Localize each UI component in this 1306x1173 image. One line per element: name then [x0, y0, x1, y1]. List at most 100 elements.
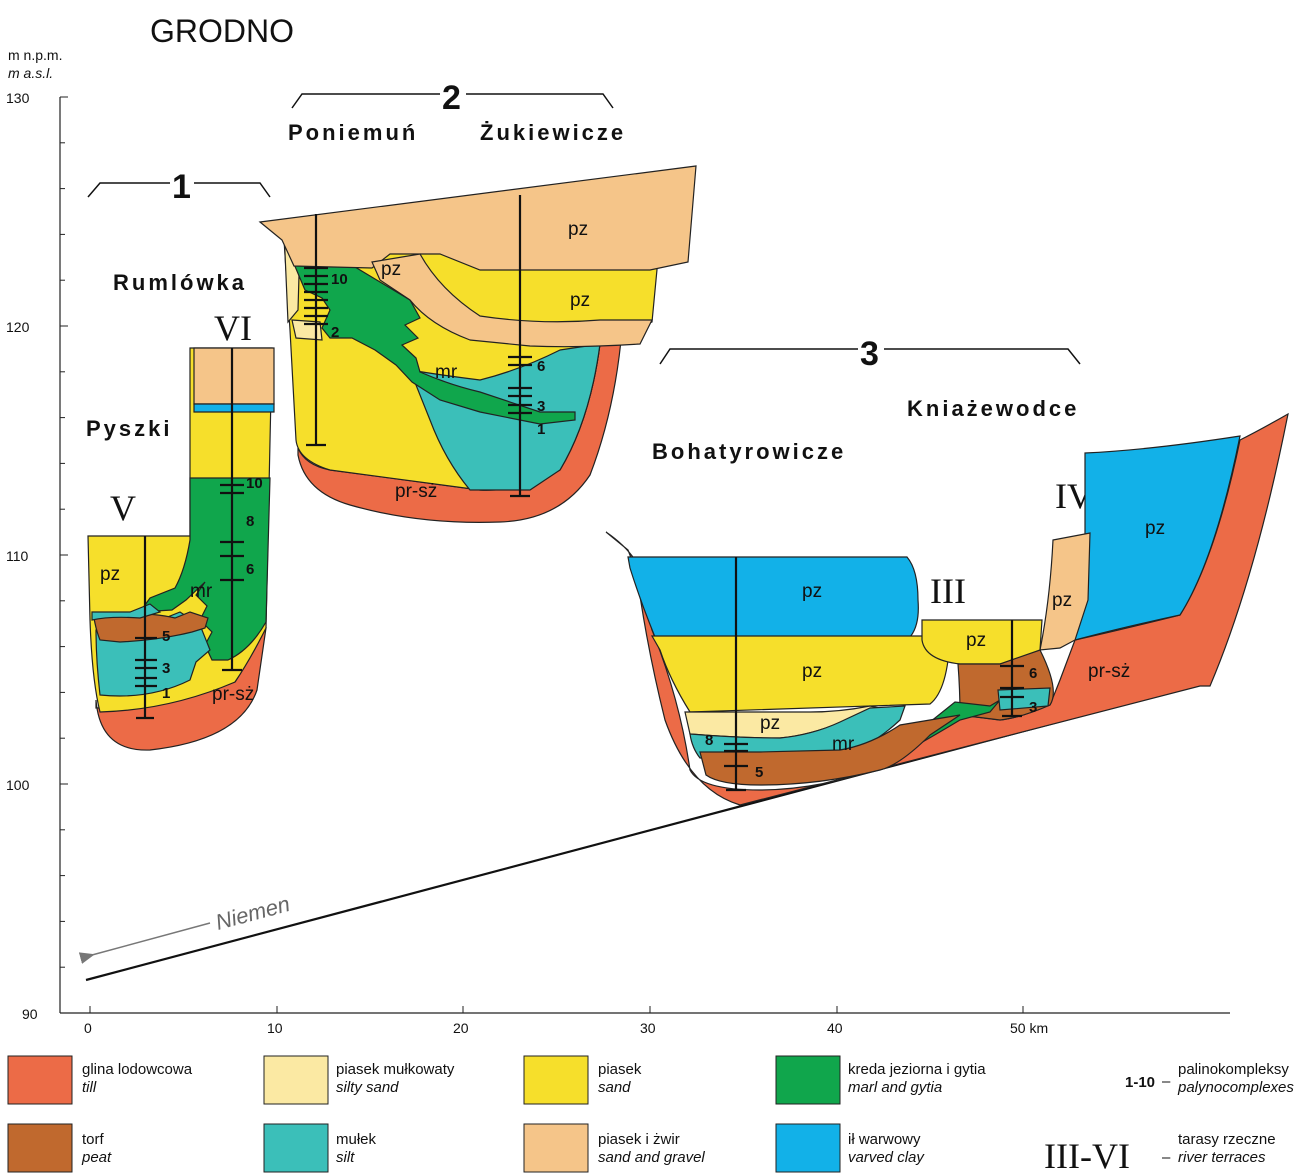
legend-item-river-terraces: III-VI – tarasy rzeczne river terraces	[1044, 1131, 1276, 1173]
svg-text:III-VI: III-VI	[1044, 1136, 1130, 1173]
svg-text:tarasy rzeczne: tarasy rzeczne	[1178, 1131, 1276, 1148]
site-label: Rumlówka	[113, 270, 247, 295]
x-tick-label: 20	[453, 1020, 469, 1036]
terrace-label: V	[110, 488, 136, 528]
y-tick-label: 90	[22, 1006, 38, 1022]
varved-clay-layer	[194, 404, 274, 412]
svg-text:piasek: piasek	[598, 1061, 642, 1078]
title: GRODNO	[150, 13, 294, 49]
layer-label: pz	[802, 581, 822, 602]
svg-text:piasek mułkowaty: piasek mułkowaty	[336, 1061, 455, 1078]
legend-item-varved-clay: ił warwowy varved clay	[776, 1124, 925, 1172]
palynocomplex-number: 8	[246, 513, 254, 530]
svg-text:mułek: mułek	[336, 1131, 377, 1148]
palynocomplex-number: 10	[246, 475, 263, 492]
varved-clay-layer	[628, 557, 918, 637]
palynocomplex-number: 1	[537, 421, 545, 438]
section-2-poniemun-zukiewicze	[260, 166, 696, 522]
svg-text:1-10: 1-10	[1125, 1074, 1155, 1091]
terrace-label: VI	[214, 308, 252, 348]
y-tick-label: 130	[6, 90, 30, 106]
svg-text:sand: sand	[598, 1079, 631, 1096]
site-label: Poniemuń	[288, 120, 418, 145]
site-label: Kniażewodce	[907, 396, 1079, 421]
svg-text:–: –	[1162, 1073, 1171, 1090]
y-axis-unit-en: m a.s.l.	[8, 65, 53, 81]
legend-item-sand-gravel: piasek i żwir sand and gravel	[524, 1124, 705, 1172]
legend-item-marl: kreda jeziorna i gytia marl and gytia	[776, 1056, 986, 1104]
svg-text:palynocomplexes: palynocomplexes	[1177, 1079, 1294, 1096]
y-axis: m n.p.m. m a.s.l. 130 120 110 100 90	[6, 47, 68, 1022]
palynocomplex-number: 5	[755, 764, 763, 781]
svg-text:peat: peat	[81, 1149, 112, 1166]
palynocomplex-number: 6	[1029, 665, 1037, 682]
svg-text:–: –	[1162, 1149, 1171, 1166]
y-tick-label: 120	[6, 319, 30, 335]
svg-text:palinokompleksy: palinokompleksy	[1178, 1061, 1289, 1078]
palynocomplex-number: 3	[1029, 699, 1037, 716]
svg-text:varved clay: varved clay	[848, 1149, 925, 1166]
x-tick-label: 0	[84, 1020, 92, 1036]
palynocomplex-number: 1	[162, 685, 170, 702]
legend-item-silt: mułek silt	[264, 1124, 377, 1172]
layer-label: pz	[570, 290, 590, 311]
svg-text:river terraces: river terraces	[1178, 1149, 1266, 1166]
x-tick-label: 40	[827, 1020, 843, 1036]
layer-label: pz	[760, 713, 780, 734]
y-tick-label: 100	[6, 777, 30, 793]
svg-text:ił warwowy: ił warwowy	[848, 1131, 921, 1148]
legend-item-sand: piasek sand	[524, 1056, 642, 1104]
palynocomplex-number: 8	[705, 732, 713, 749]
x-tick-label: 10	[267, 1020, 283, 1036]
site-label: Bohatyrowicze	[652, 439, 846, 464]
legend: glina lodowcowa till piasek mułkowaty si…	[8, 1056, 1294, 1173]
sand-gravel-layer	[260, 166, 696, 270]
flow-direction-arrow	[92, 923, 210, 955]
svg-text:till: till	[82, 1079, 97, 1096]
svg-text:marl and gytia: marl and gytia	[848, 1079, 942, 1096]
legend-item-peat: torf peat	[8, 1124, 112, 1172]
layer-label: pr-sż	[212, 684, 254, 705]
svg-text:silt: silt	[336, 1149, 355, 1166]
y-axis-unit: m n.p.m.	[8, 47, 62, 63]
svg-text:silty sand: silty sand	[336, 1079, 399, 1096]
group-number: 1	[172, 168, 191, 206]
layer-label: pz	[100, 564, 120, 585]
legend-item-palynocomplexes: 1-10 – palinokompleksy palynocomplexes	[1125, 1061, 1294, 1096]
group-number: 3	[860, 335, 879, 373]
site-label: Pyszki	[86, 416, 173, 441]
x-axis: 0 10 20 30 40 50 km	[60, 1006, 1230, 1036]
palynocomplex-number: 10	[331, 271, 348, 288]
palynocomplex-number: 6	[246, 561, 254, 578]
layer-label: mr	[435, 362, 458, 383]
silt-layer	[998, 688, 1050, 710]
terrace-label: III	[930, 571, 966, 611]
x-tick-label: 50 km	[1010, 1020, 1048, 1036]
sand-gravel-layer	[194, 348, 274, 404]
y-tick-label: 110	[6, 548, 29, 564]
layer-label: pz	[568, 219, 588, 240]
sand-layer	[652, 636, 950, 712]
layer-label: pz	[1145, 518, 1165, 539]
layer-label: pz	[381, 259, 401, 280]
layer-label: pz	[1052, 590, 1072, 611]
svg-text:kreda jeziorna i gytia: kreda jeziorna i gytia	[848, 1061, 986, 1078]
palynocomplex-number: 3	[537, 398, 545, 415]
layer-label: mr	[190, 581, 213, 602]
layer-label: pz	[966, 630, 986, 651]
site-label: Żukiewicze	[480, 120, 626, 145]
palynocomplex-number: 3	[162, 660, 170, 677]
group-number: 2	[442, 79, 461, 117]
svg-text:piasek i żwir: piasek i żwir	[598, 1131, 680, 1148]
layer-label: pr-sż	[395, 481, 437, 502]
palynocomplex-number: 5	[162, 628, 170, 645]
x-tick-label: 30	[640, 1020, 656, 1036]
palynocomplex-number: 6	[537, 358, 545, 375]
palynocomplex-number: 2	[331, 324, 339, 341]
layer-label: pr-sż	[1088, 661, 1130, 682]
legend-item-till: glina lodowcowa till	[8, 1056, 193, 1104]
legend-item-silty-sand: piasek mułkowaty silty sand	[264, 1056, 455, 1104]
layer-label: pz	[802, 661, 822, 682]
svg-text:glina lodowcowa: glina lodowcowa	[82, 1061, 193, 1078]
